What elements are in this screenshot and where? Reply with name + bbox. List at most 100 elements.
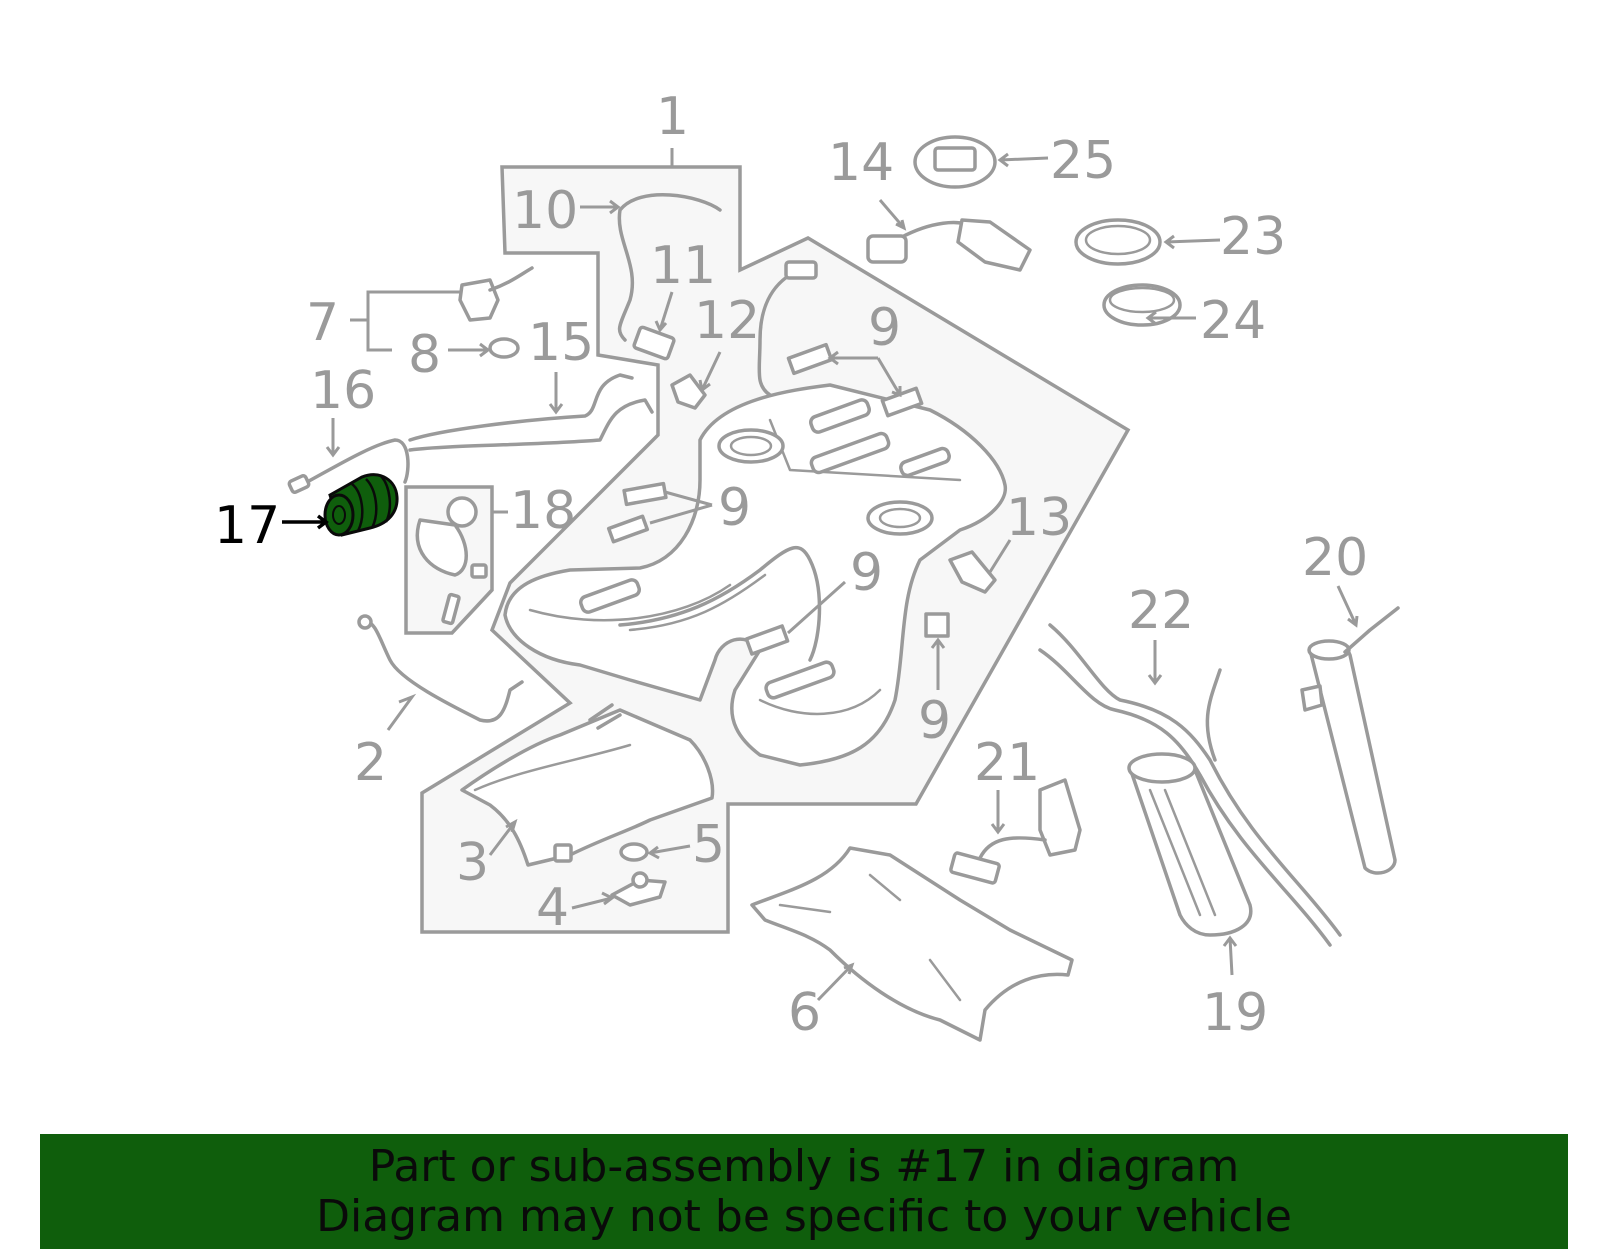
- part-15-line: [408, 373, 634, 442]
- part-19-pump: [1128, 756, 1253, 937]
- callout-9c: 9: [850, 543, 883, 603]
- leader-13: [988, 539, 1012, 573]
- leader-19: [1222, 935, 1238, 976]
- callout-2: 2: [354, 733, 387, 793]
- part-18-nut: [470, 563, 488, 579]
- leader-21: [990, 790, 1006, 835]
- part-19-pump-top: [1127, 752, 1197, 784]
- callout-11: 11: [650, 236, 716, 296]
- tank-line-a: [618, 545, 822, 662]
- part-21-wire: [978, 836, 1047, 860]
- leader-2: [386, 693, 417, 731]
- tank-opening-front-inner: [729, 435, 773, 457]
- tank-opening-rear: [866, 500, 934, 536]
- callout-1: 1: [656, 87, 689, 147]
- part-19-pump-rib: [1148, 788, 1217, 917]
- callout-15: 15: [528, 313, 594, 373]
- part-18-bolt: [441, 592, 461, 626]
- leader-9c: [786, 580, 847, 635]
- part-20-tube: [1308, 641, 1397, 875]
- part-17-canister: [323, 473, 399, 537]
- leader-14: [878, 199, 907, 231]
- part-12-clip: [670, 373, 707, 410]
- callout-13: 13: [1006, 488, 1072, 548]
- callout-19: 19: [1202, 983, 1268, 1043]
- callout-6: 6: [788, 983, 821, 1043]
- part-20-wire: [1343, 606, 1400, 654]
- callout-3: 3: [456, 833, 489, 893]
- leader-24: [1145, 310, 1196, 326]
- leader-16: [325, 418, 341, 458]
- part-8-oring: [488, 337, 520, 359]
- leader-5: [647, 844, 691, 860]
- leader-25: [997, 152, 1049, 168]
- callout-7: 7: [306, 293, 339, 353]
- part-4-stud: [631, 871, 649, 889]
- part-11-connector: [632, 325, 676, 361]
- leader-17: [282, 514, 329, 530]
- part-3-fold: [473, 743, 632, 792]
- part-9-pad-d: [606, 514, 650, 544]
- leader-9d: [930, 637, 946, 690]
- part-2-eye: [357, 614, 373, 630]
- callout-14: 14: [828, 133, 894, 193]
- callout-9b: 9: [718, 478, 751, 538]
- leader-6: [816, 962, 855, 1002]
- part-9-pad-e: [744, 624, 790, 656]
- leader-9a: [827, 350, 902, 398]
- leader-3: [488, 818, 518, 856]
- part-7-hose: [488, 266, 534, 292]
- part-9-pad-f: [924, 612, 950, 638]
- callout-4: 4: [536, 878, 569, 938]
- callout-9a: 9: [868, 298, 901, 358]
- callout-23: 23: [1220, 207, 1286, 267]
- callout-21: 21: [974, 733, 1040, 793]
- leader-22: [1147, 640, 1163, 686]
- part-16-end: [287, 473, 311, 495]
- part-2-strap: [363, 620, 524, 723]
- leader-23: [1163, 234, 1221, 250]
- part-22-line-c: [1205, 668, 1222, 762]
- tank-rib-b: [809, 431, 891, 475]
- part-6-rib-b: [778, 903, 832, 914]
- part-23-ring: [1074, 218, 1162, 266]
- banner-line-2: Diagram may not be specific to your vehi…: [316, 1191, 1292, 1242]
- tank-harness: [757, 270, 797, 397]
- part-3-heat-shield: [460, 708, 715, 867]
- part-20-clip: [1300, 684, 1324, 712]
- leader-7: [350, 290, 460, 352]
- part-24-seal: [1102, 283, 1182, 327]
- part-13-bracket: [948, 550, 997, 594]
- tank-opening-front: [717, 428, 785, 464]
- tank-line-b: [628, 573, 767, 632]
- part-25-cap-top: [933, 146, 977, 172]
- part-6-rib-a: [868, 873, 902, 902]
- part-21-module: [1038, 778, 1082, 857]
- tank-harness-connector: [784, 260, 818, 280]
- part-9-pad-c: [622, 481, 668, 507]
- callout-9d: 9: [918, 691, 951, 751]
- tank-ridge-2: [528, 583, 732, 622]
- tank-rib-d: [579, 578, 641, 614]
- part-16-line: [294, 438, 410, 490]
- part-10-harness: [617, 193, 722, 342]
- part-6-rib-c: [928, 958, 962, 1002]
- part-21-connector: [949, 851, 1001, 885]
- leader-9b: [649, 490, 713, 525]
- info-banner: Part or sub-assembly is #17 in diagram D…: [40, 1134, 1568, 1249]
- leader-11: [654, 291, 674, 333]
- callout-8: 8: [408, 325, 441, 385]
- tank-rib-a: [809, 398, 871, 434]
- part-14-sender: [956, 218, 1032, 272]
- part-7-valve: [458, 278, 500, 322]
- part-18-strap: [415, 518, 468, 577]
- tank-opening-rear-inner: [878, 507, 922, 529]
- part-15-line-b: [408, 398, 654, 452]
- leader-15: [548, 372, 564, 415]
- part-6-shield: [750, 846, 1074, 1042]
- part-9-pad-a: [786, 342, 834, 376]
- part-18-boss: [446, 496, 478, 528]
- leader-4: [571, 891, 615, 910]
- part-22-line-a: [1048, 623, 1342, 937]
